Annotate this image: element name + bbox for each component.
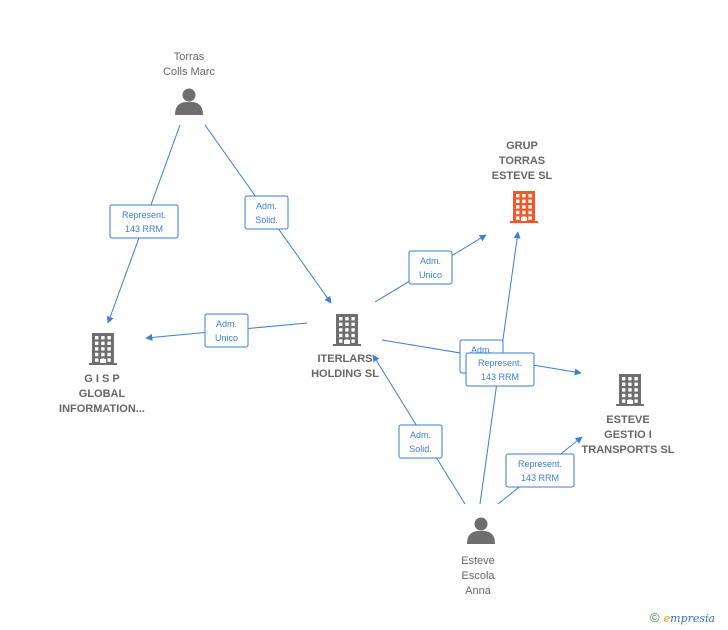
node-iterlars[interactable]: ITERLARS HOLDING SL xyxy=(311,314,379,380)
edge-label-text: Adm. xyxy=(216,319,237,329)
edge-label-box xyxy=(204,313,249,348)
building-icon xyxy=(616,374,644,406)
node-label: Colls Marc xyxy=(163,66,215,78)
edge-label-text: Adm. xyxy=(256,201,277,211)
edge-label-text: Solid. xyxy=(409,444,432,454)
edge-label-text: Represent. xyxy=(478,358,522,368)
node-label: GRUP xyxy=(506,140,538,152)
node-label: ESTEVE xyxy=(606,414,649,426)
brand-name: mpresia xyxy=(670,612,716,625)
edge-label-iterlars-gisp[interactable]: Adm. Unico xyxy=(204,313,249,348)
footer-brand: ©empresia xyxy=(650,610,715,625)
node-label: Escola xyxy=(461,570,495,582)
edge-label-text: Adm. xyxy=(420,256,441,266)
edge-label-anna-iterlars[interactable]: Adm. Solid. xyxy=(398,424,443,459)
edge-label-box xyxy=(244,195,289,230)
edge-label-text: Unico xyxy=(419,270,442,280)
edge-label-iterlars-grup[interactable]: Adm. Unico xyxy=(408,250,453,285)
edge-labels-layer: Represent.143 RRMAdm.Solid.Adm.UnicoAdm.… xyxy=(109,195,575,488)
node-label: GLOBAL xyxy=(79,388,126,400)
node-label: INFORMATION... xyxy=(59,403,145,415)
building-icon xyxy=(510,191,538,223)
node-label: HOLDING SL xyxy=(311,368,379,380)
edge-label-box xyxy=(109,204,179,239)
node-label: Torras xyxy=(174,51,205,63)
edge-label-torras-gisp[interactable]: Represent. 143 RRM xyxy=(109,204,179,239)
brand-initial: e xyxy=(663,612,671,625)
edge-label-box xyxy=(465,352,535,387)
node-grup[interactable]: GRUP TORRAS ESTEVE SL xyxy=(492,140,553,223)
copyright-icon: © xyxy=(650,610,660,625)
edge-label-text: Solid. xyxy=(255,215,278,225)
edge-label-text: 143 RRM xyxy=(125,224,163,234)
node-label: Anna xyxy=(465,585,492,597)
edge-label-text: Adm. xyxy=(471,345,492,355)
edge-label-text: Adm. xyxy=(410,430,431,440)
building-icon xyxy=(89,333,117,365)
node-esteve_gestio[interactable]: ESTEVE GESTIO I TRANSPORTS SL xyxy=(582,374,675,456)
node-label: TORRAS xyxy=(499,155,545,167)
edge-label-text: 143 RRM xyxy=(521,473,559,483)
node-label: TRANSPORTS SL xyxy=(582,444,675,456)
node-label: GESTIO I xyxy=(604,429,652,441)
node-gisp[interactable]: G I S P GLOBAL INFORMATION... xyxy=(59,333,145,415)
edge-label-text: Represent. xyxy=(518,459,562,469)
person-icon xyxy=(175,88,203,115)
edge-label-anna-esteve[interactable]: Represent. 143 RRM xyxy=(505,453,575,488)
node-label: Esteve xyxy=(461,555,495,567)
person-icon xyxy=(467,517,495,544)
edge-label-box xyxy=(398,424,443,459)
edge-label-text: 143 RRM xyxy=(481,372,519,382)
node-label: ESTEVE SL xyxy=(492,170,553,182)
edge-label-text: Unico xyxy=(215,333,238,343)
node-label: ITERLARS xyxy=(318,353,373,365)
edge-label-text: Represent. xyxy=(122,210,166,220)
edge-label-box xyxy=(408,250,453,285)
node-label: G I S P xyxy=(84,373,119,385)
edge-label-box xyxy=(505,453,575,488)
building-icon xyxy=(333,314,361,346)
edge-label-anna-grup[interactable]: Represent. 143 RRM xyxy=(465,352,535,387)
edge-label-torras-iterlars[interactable]: Adm. Solid. xyxy=(244,195,289,230)
